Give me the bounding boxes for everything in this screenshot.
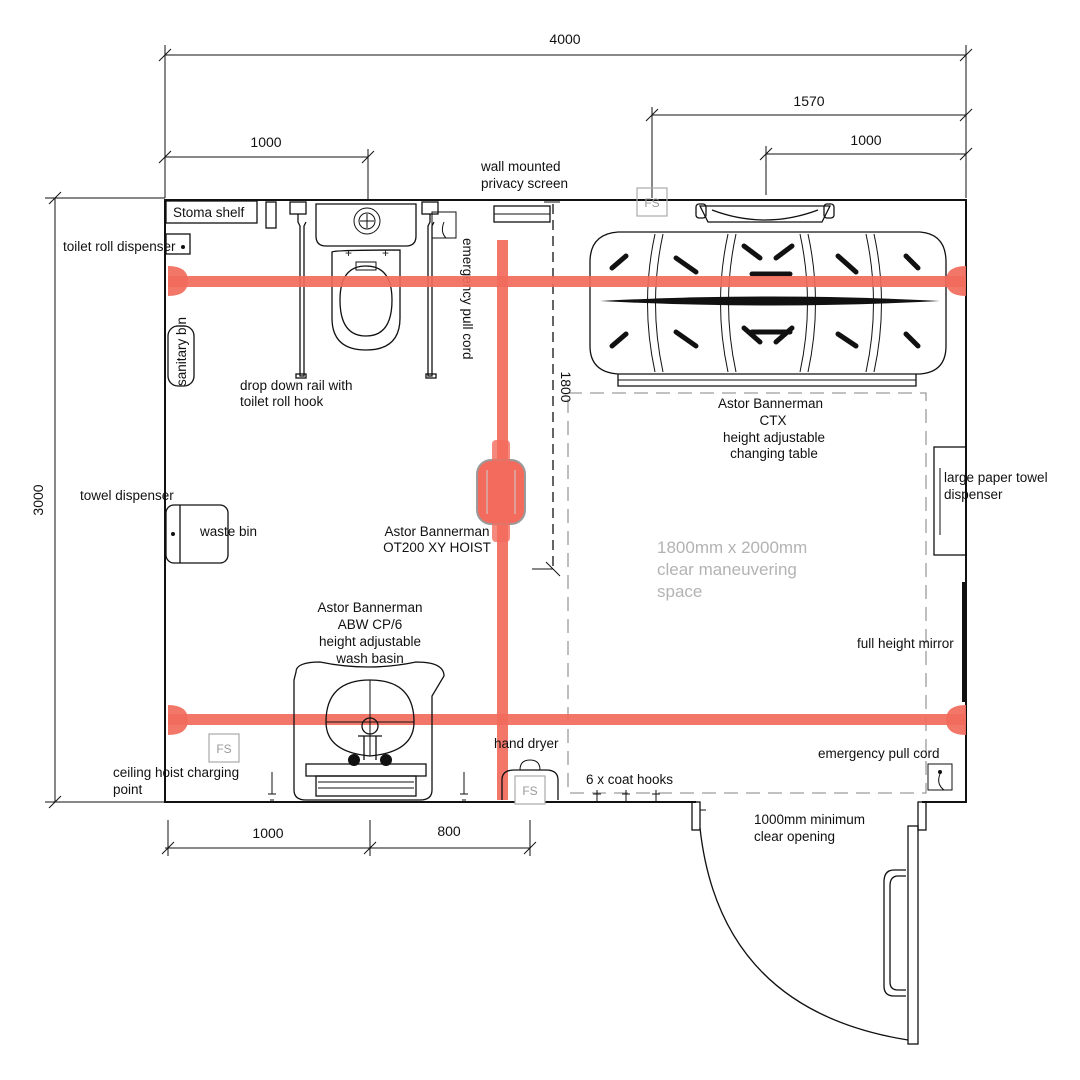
fs-tag-top: FS: [636, 187, 668, 217]
fs-tag-dryer-label: FS: [522, 784, 537, 798]
coat-hooks: 6 x coat hooks: [586, 772, 673, 802]
coat-hooks-label: 6 x coat hooks: [586, 772, 673, 787]
waste-bin-label: waste bin: [199, 524, 257, 539]
door: 1000mm minimum clear opening: [691, 801, 927, 1045]
hand-dryer-label: hand dryer: [494, 736, 559, 751]
room-walls: [164, 199, 967, 803]
charging-point-label-line2: point: [113, 782, 143, 797]
privacy-screen: wall mounted privacy screen: [480, 159, 568, 223]
clear-maneuvering-space: 1800mm x 2000mm clear maneuvering space: [567, 392, 927, 794]
drop-down-rail-label-line2: toilet roll hook: [240, 394, 324, 409]
dim-bottom-right-label: 800: [437, 823, 461, 839]
emergency-pull-cord-bottom: emergency pull cord: [818, 746, 953, 791]
paper-towel-label-line2: dispenser: [944, 487, 1003, 502]
sanitary-bin: sanitary bin: [167, 317, 195, 387]
dimension-table-center: 1000: [759, 132, 973, 195]
basin-label-line3: height adjustable: [319, 634, 421, 649]
basin-label-line1: Astor Bannerman: [317, 600, 422, 615]
sanitary-bin-label: sanitary bin: [174, 317, 189, 386]
changing-table: [589, 203, 947, 387]
table-label-line4: changing table: [730, 446, 818, 461]
paper-towel-label-line1: large paper towel: [944, 470, 1048, 485]
clear-opening-label-line1: 1000mm minimum: [754, 812, 865, 827]
table-label-line3: height adjustable: [723, 430, 825, 445]
emergency-pull-cord-top-label: emergency pull cord: [460, 238, 475, 360]
toilet: + +: [315, 203, 417, 351]
towel-dispenser: towel dispenser waste bin: [80, 488, 257, 564]
dim-overall-width-label: 4000: [549, 31, 580, 47]
stoma-shelf: Stoma shelf: [165, 200, 277, 229]
dimension-overall-width: 4000: [158, 31, 973, 198]
clear-space-label-line2: clear maneuvering: [657, 560, 797, 579]
dimension-bottom-right: 800: [370, 820, 537, 856]
hoist-label-line1: Astor Bannerman: [384, 524, 489, 539]
svg-text:+: +: [382, 246, 389, 260]
hoist-unit: Astor Bannerman OT200 XY HOIST: [383, 440, 526, 555]
privacy-screen-label-line2: privacy screen: [481, 176, 568, 191]
dimension-bottom-left: 1000: [161, 820, 377, 856]
dimension-table-offset: 1570: [645, 93, 973, 198]
dim-overall-depth-label: 3000: [30, 484, 46, 515]
fs-tag-top-label: FS: [644, 196, 659, 210]
clear-space-label-line1: 1800mm x 2000mm: [657, 538, 807, 557]
hoist-label-line2: OT200 XY HOIST: [383, 540, 491, 555]
drop-down-rail-label-line1: drop down rail with: [240, 378, 353, 393]
toilet-roll-dispenser-label: toilet roll dispenser: [63, 239, 176, 254]
privacy-screen-label-line1: wall mounted: [480, 159, 561, 174]
dim-toilet-offset-label: 1000: [250, 134, 281, 150]
dimension-overall-depth: 3000: [30, 191, 165, 809]
basin-label-line4: wash basin: [335, 651, 404, 666]
table-label-line1: Astor Bannerman: [718, 396, 823, 411]
wash-basin: Astor Bannerman ABW CP/6 height adjustab…: [293, 600, 445, 801]
table-label-line2: CTX: [760, 413, 787, 428]
emergency-pull-cord-bottom-label: emergency pull cord: [818, 746, 940, 761]
fs-tag-charging-label: FS: [216, 742, 231, 756]
dim-table-center-label: 1000: [850, 132, 881, 148]
dimension-table-length: 1800: [532, 204, 574, 577]
stoma-shelf-label: Stoma shelf: [173, 205, 245, 220]
dimension-toilet-offset: 1000: [158, 134, 375, 200]
toilet-roll-dispenser: toilet roll dispenser: [63, 233, 191, 255]
dim-table-offset-label: 1570: [793, 93, 824, 109]
full-height-mirror: full height mirror: [857, 582, 966, 702]
dim-table-length-label: 1800: [558, 371, 574, 402]
drop-down-rails: drop down rail with toilet roll hook: [240, 201, 439, 409]
clear-space-label-line3: space: [657, 582, 702, 601]
basin-hooks: [268, 772, 468, 801]
mirror-label: full height mirror: [857, 636, 954, 651]
towel-dispenser-label: towel dispenser: [80, 488, 174, 503]
emergency-pull-cord-top: emergency pull cord: [431, 211, 475, 360]
clear-opening-label-line2: clear opening: [754, 829, 835, 844]
dim-bottom-left-label: 1000: [252, 825, 283, 841]
paper-towel-dispenser: large paper towel dispenser: [933, 446, 1048, 556]
svg-text:+: +: [345, 246, 352, 260]
hand-dryer: FS hand dryer: [494, 736, 559, 805]
basin-label-line2: ABW CP/6: [338, 617, 403, 632]
charging-point-label-line1: ceiling hoist charging: [113, 765, 239, 780]
hoist-track: [168, 240, 966, 800]
fs-tag-charging: FS: [208, 733, 240, 763]
